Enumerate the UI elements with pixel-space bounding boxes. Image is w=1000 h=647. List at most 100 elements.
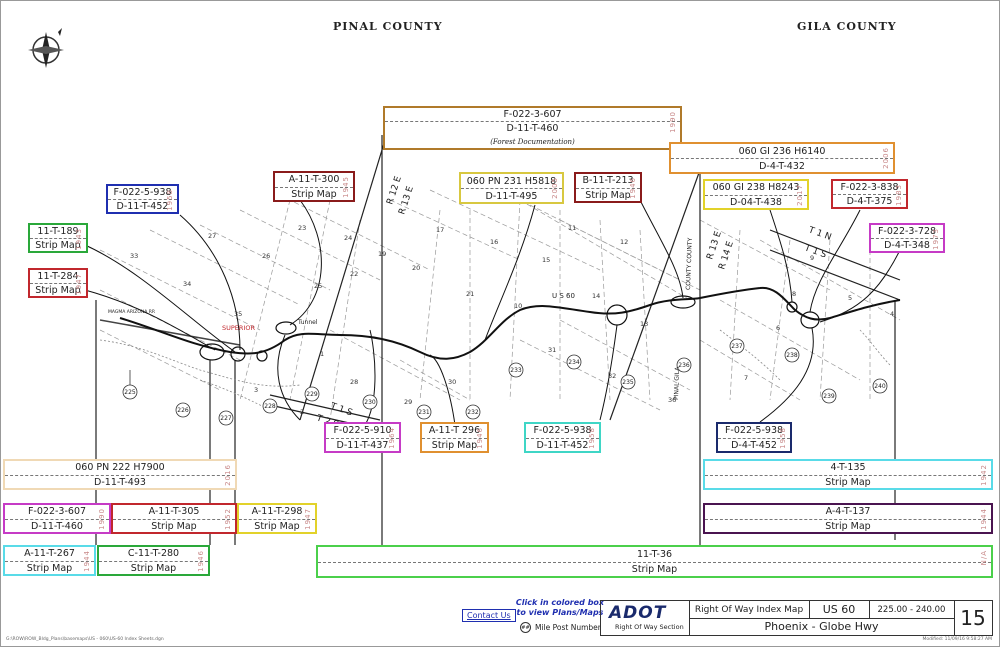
index-box-a-11-t-296[interactable]: A-11-T 296 Strip Map 1946 <box>420 422 489 453</box>
index-box-f022-3-728[interactable]: F-022-3-728 D-4-T-348 1973 <box>869 223 945 253</box>
map-label: T 1 S <box>802 243 828 261</box>
index-box-line-1: 060 PN 222 H7900 <box>75 462 165 474</box>
index-box-11-t-284[interactable]: 11-T-284 Strip Map 1947 <box>28 268 88 298</box>
railroad-line <box>99 319 241 346</box>
index-box-line-1: 11-T-284 <box>37 271 79 282</box>
index-box-4-t-135[interactable]: 4-T-135 Strip Map 1942 <box>703 459 993 490</box>
section-number: 4 <box>890 310 894 318</box>
index-box-a-11-t-300[interactable]: A-11-T-300 Strip Map 1945 <box>273 171 355 202</box>
index-box-a-11-t-298[interactable]: A-11-T-298 Strip Map 1947 <box>237 503 317 534</box>
index-box-line-2: D-04-T-438 <box>705 194 807 210</box>
index-box-060-pn-222[interactable]: 060 PN 222 H7900 D-11-T-493 2016 <box>3 459 237 490</box>
index-box-11-t-189[interactable]: 11-T-189 Strip Map 1943 <box>28 223 88 253</box>
index-box-line-2: Strip Map <box>30 283 86 297</box>
index-box-line-2: D-4-T-348 <box>871 238 943 252</box>
index-box-line-2: Strip Map <box>318 561 991 578</box>
milepost-label: 225 <box>124 389 136 396</box>
leader-lines <box>84 199 901 426</box>
index-box-year: 1947 <box>304 508 312 530</box>
map-label: PINAL GILA <box>673 366 681 400</box>
index-box-year: 1946 <box>629 177 637 199</box>
section-number: 27 <box>208 232 216 240</box>
index-box-line-2: Strip Map <box>113 518 235 534</box>
section-number: 3 <box>254 386 258 394</box>
index-box-year: 1952 <box>224 508 232 530</box>
index-box-year: 1990 <box>98 508 106 530</box>
index-box-line-1: F-022-3-607 <box>503 109 562 121</box>
milepost-label: 228 <box>264 403 276 410</box>
map-label: SUPERIOR <box>222 324 255 332</box>
index-box-line-1: B-11-T-213 <box>582 175 634 187</box>
index-box-year: N/A <box>980 550 988 566</box>
index-box-f022-3-838[interactable]: F-022-3-838 D-4-T-375 1983 <box>831 179 908 209</box>
index-box-year: 1947 <box>75 273 83 295</box>
index-box-f022-3-607-bot[interactable]: F-022-3-607 D-11-T-460 1990 <box>3 503 111 534</box>
index-box-c-11-t-280[interactable]: C-11-T-280 Strip Map 1946 <box>97 545 210 576</box>
map-name: Right Of Way Index Map <box>689 601 810 619</box>
index-box-line-1: F-022-3-607 <box>27 506 87 518</box>
index-box-line-1: C-11-T-280 <box>127 548 180 560</box>
index-box-f022-5-910[interactable]: F-022-5-910 D-11-T-437 1964 <box>324 422 401 453</box>
index-box-line-1: 060 GI 236 H6140 <box>738 145 826 157</box>
milepost-label: 237 <box>731 343 743 350</box>
index-box-060-pn-231[interactable]: 060 PN 231 H5818 D-11-T-495 2005 <box>459 172 564 204</box>
index-box-year: 2006 <box>882 147 890 169</box>
index-box-year: 1990 <box>669 111 677 133</box>
section-number: 20 <box>412 264 420 272</box>
index-box-f022-5-938-b[interactable]: F-022-5-938 D-11-T-452 1958 <box>524 422 601 453</box>
milepost-labels: 225 226 227 228 229 230 231 232 233 234 … <box>124 343 886 422</box>
index-box-11-t-36[interactable]: 11-T-36 Strip Map N/A <box>316 545 993 578</box>
section-number: 12 <box>620 238 628 246</box>
index-box-line-2: D-11-T-493 <box>5 474 235 490</box>
legend-note: Click in colored box to view Plans/Maps <box>515 598 605 617</box>
section-number: 7 <box>744 374 748 382</box>
index-box-line-1: A-4-T-137 <box>825 506 871 518</box>
index-box-line-1: 11-T-189 <box>37 226 79 237</box>
index-box-f022-5-938-a[interactable]: F-022-5-938 D-11-T-452 1958 <box>106 184 179 214</box>
section-label: Right Of Way Section <box>615 623 684 631</box>
index-box-line-1: A-11-T-267 <box>24 548 75 560</box>
range-labels: R 12 E R 13 E R 13 E R 14 E T 1 N T 1 S … <box>314 175 833 431</box>
index-box-year: 2016 <box>224 464 232 486</box>
index-box-line-2: D-4-T-452 <box>718 437 790 453</box>
index-box-f022-5-938-c[interactable]: F-022-5-938 D-4-T-452 1958 <box>716 422 792 453</box>
milepost-label: 227 <box>220 415 232 422</box>
milepost-symbol-icon: ## <box>520 622 531 633</box>
index-box-year: 1943 <box>75 228 83 250</box>
route-number: US 60 <box>809 601 870 619</box>
index-box-060-gi-236[interactable]: 060 GI 236 H6140 D-4-T-432 2006 <box>669 142 895 174</box>
index-box-line-2: Strip Map <box>576 187 640 203</box>
section-number: 25 <box>314 282 322 290</box>
sheet-number: 15 <box>960 606 986 630</box>
index-box-b-11-t-213[interactable]: B-11-T-213 Strip Map 1946 <box>574 172 642 203</box>
legend-milepost: ## Mile Post Number <box>520 622 601 633</box>
index-box-line-1: A-11-T 296 <box>428 425 481 437</box>
map-label: COUNTY COUNTY <box>685 237 694 290</box>
milepost-label: 231 <box>418 409 430 416</box>
county-label-pinal: PINAL COUNTY <box>333 20 443 33</box>
section-number: 24 <box>344 234 352 242</box>
index-box-line-1: F-022-5-938 <box>533 425 592 437</box>
map-label: MAGMA ARIZONA RR <box>108 309 155 315</box>
index-box-line-1: 4-T-135 <box>830 462 866 474</box>
index-box-line-2: Strip Map <box>30 238 86 252</box>
map-label: U S 60 <box>552 292 575 300</box>
index-box-year: 2005 <box>551 177 559 199</box>
index-box-line-2: Strip Map <box>275 186 353 202</box>
milepost-label: 240 <box>874 383 886 390</box>
index-box-line-1: F-022-5-938 <box>724 425 784 437</box>
section-number: 6 <box>776 324 780 332</box>
index-box-a-11-t-267[interactable]: A-11-T-267 Strip Map 1944 <box>3 545 96 576</box>
index-box-f022-3-607-top[interactable]: F-022-3-607 D-11-T-460 (Forest Documenta… <box>383 106 682 150</box>
place-labels: U S 60 SUPERIOR Tunnel MAGMA ARIZONA RR … <box>108 237 694 400</box>
north-arrow-icon <box>28 28 64 68</box>
section-number: 10 <box>514 302 522 310</box>
contact-us-link[interactable]: Contact Us <box>462 609 516 622</box>
milepost-label: 235 <box>622 379 634 386</box>
index-box-a-4-t-137[interactable]: A-4-T-137 Strip Map 1944 <box>703 503 993 534</box>
section-number: 14 <box>592 292 600 300</box>
legend-milepost-label: Mile Post Number <box>535 623 601 632</box>
index-box-060-gi-238[interactable]: 060 GI 238 H8243 D-04-T-438 2017 <box>703 179 809 210</box>
index-box-a-11-t-305[interactable]: A-11-T-305 Strip Map 1952 <box>111 503 237 534</box>
milepost-range: 225.00 - 240.00 <box>869 601 955 619</box>
